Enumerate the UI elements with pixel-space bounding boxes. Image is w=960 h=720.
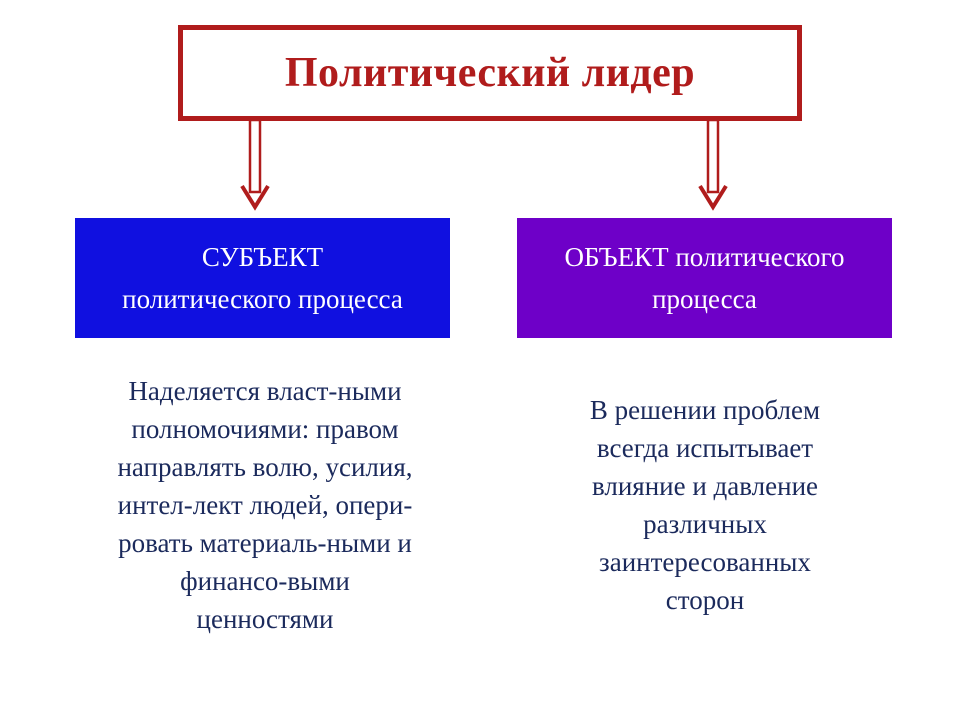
arrow-shaft-left (248, 118, 262, 194)
subject-description-line: полномочиями: правом (131, 414, 399, 444)
object-label-line: процесса (652, 284, 757, 314)
object-label-line: ОБЪЕКТ политического (564, 242, 845, 272)
subject-description-line: ценностями (196, 604, 334, 634)
subject-description-line: ровать материаль-ными и (118, 528, 412, 558)
arrow-head-left (240, 184, 270, 211)
subject-description-line: интел-лект людей, опери- (117, 490, 413, 520)
object-description-line: различных (643, 509, 767, 539)
subject-label-line: СУБЪЕКТ (201, 242, 324, 272)
arrow-to-subject (240, 118, 270, 211)
object-description-line: влияние и давление (591, 471, 819, 501)
subject-description-line: направлять волю, усилия, (117, 452, 413, 482)
diagram-title: Политический лидер (284, 50, 696, 96)
subject-description-line: финансо-выми (180, 566, 350, 596)
subject-box: СУБЪЕКТ политического процесса (75, 218, 450, 338)
subject-label-line: политического процесса (122, 284, 403, 314)
arrow-head-right (698, 184, 728, 211)
arrow-to-object (698, 118, 728, 211)
object-description-line: всегда испытывает (596, 433, 814, 463)
object-description-line: В решении проблем (589, 395, 821, 425)
title-box: Политический лидер (178, 25, 802, 121)
object-description-line: сторон (665, 585, 745, 615)
arrow-shaft-right (706, 118, 720, 194)
subject-description-line: Наделяется власт-ными (128, 376, 402, 406)
object-box: ОБЪЕКТ политического процесса (517, 218, 892, 338)
object-description-line: заинтересованных (599, 547, 811, 577)
object-description: В решении проблем всегда испытывает влия… (518, 391, 892, 619)
subject-description: Наделяется власт-ными полномочиями: прав… (80, 372, 450, 638)
